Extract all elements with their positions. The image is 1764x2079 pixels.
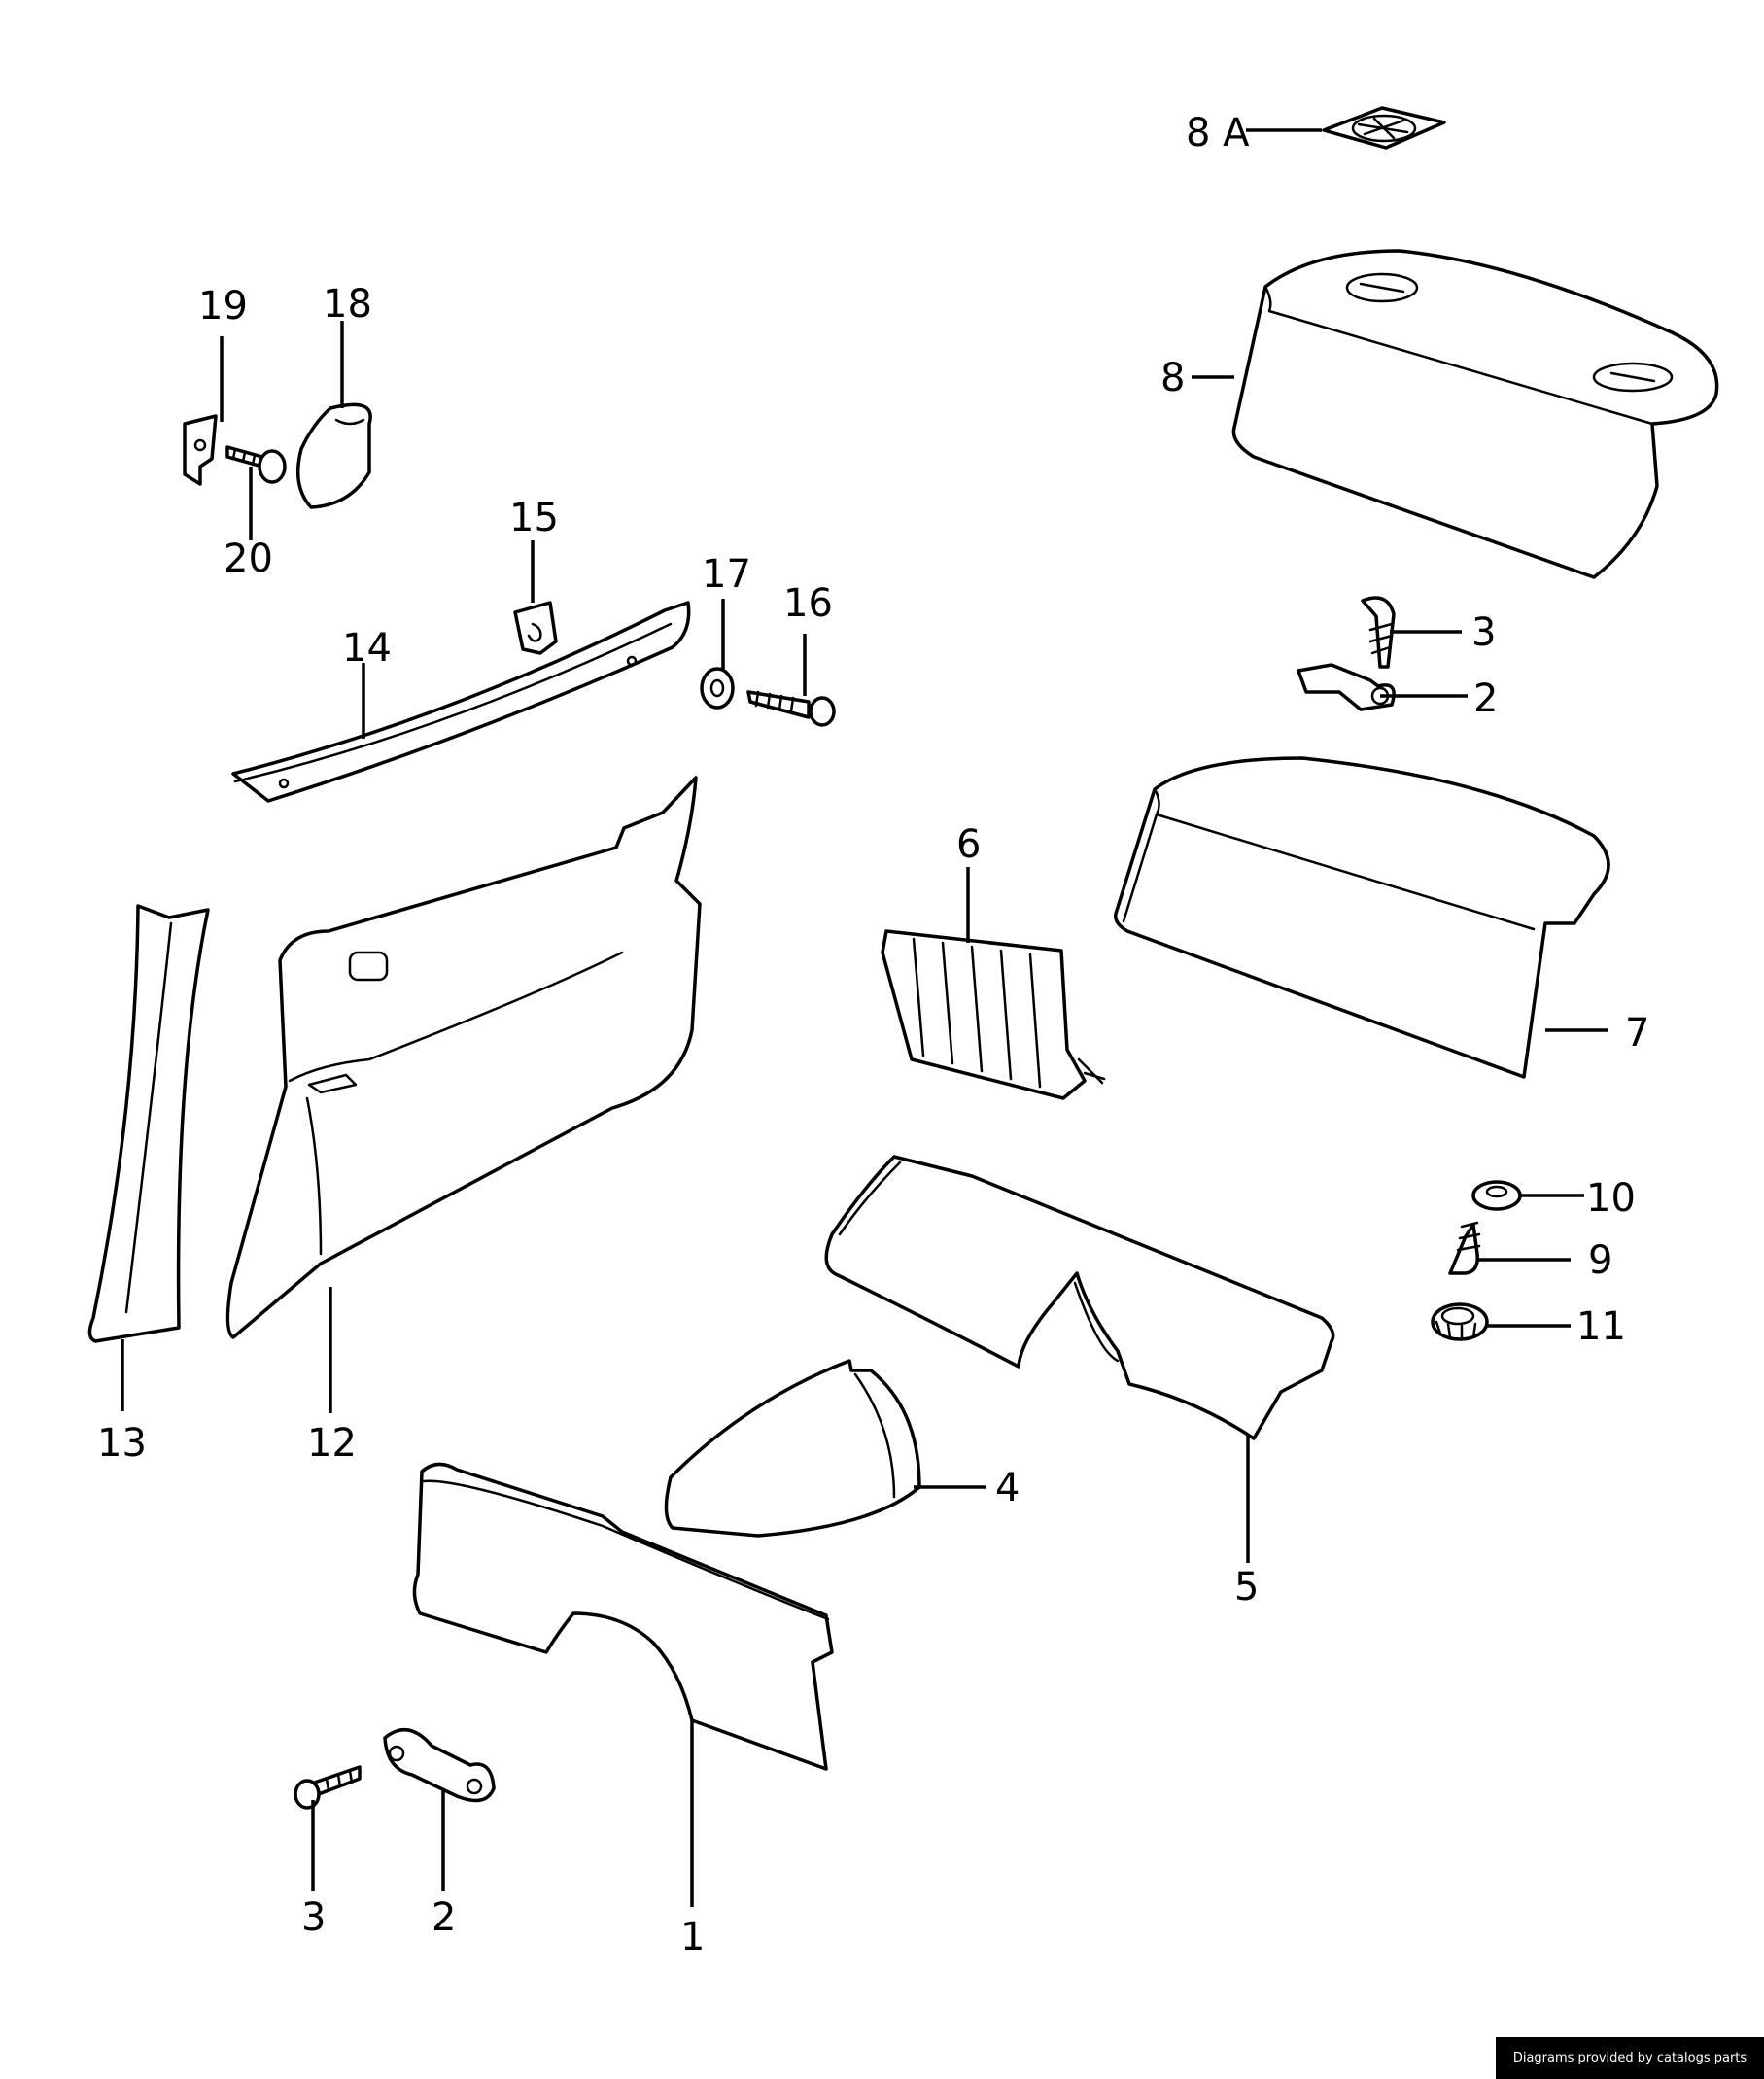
part-16-screw bbox=[746, 690, 836, 727]
callout-2-bottom: 2 bbox=[432, 1895, 456, 1940]
part-18-trim-cap bbox=[295, 402, 372, 509]
callout-17: 17 bbox=[702, 552, 751, 597]
callout-labels: 8 A 8 19 18 20 15 17 16 14 3 2 6 7 10 9 … bbox=[97, 111, 1649, 1959]
callout-14: 14 bbox=[342, 626, 392, 671]
callout-10: 10 bbox=[1586, 1176, 1636, 1221]
callout-19: 19 bbox=[198, 284, 248, 329]
part-2-bracket-top bbox=[1297, 663, 1396, 711]
callout-8a: 8 A bbox=[1186, 111, 1250, 156]
part-3-screw-top bbox=[1361, 596, 1396, 669]
callout-11: 11 bbox=[1576, 1304, 1626, 1349]
leader-lines bbox=[121, 128, 1608, 1907]
callout-3-top: 3 bbox=[1471, 610, 1496, 655]
callout-15: 15 bbox=[509, 496, 559, 540]
part-4-arch-trim bbox=[664, 1359, 921, 1538]
part-15-clip bbox=[513, 601, 558, 655]
part-19-bracket bbox=[183, 414, 218, 486]
part-2-handle-bottom bbox=[383, 1728, 496, 1803]
callout-12: 12 bbox=[307, 1421, 357, 1466]
callout-6: 6 bbox=[956, 822, 981, 867]
part-12-side-trim-panel bbox=[225, 776, 702, 1339]
part-8a-speaker-grille bbox=[1322, 106, 1446, 150]
callout-18: 18 bbox=[323, 282, 372, 327]
part-1-front-trim bbox=[412, 1462, 834, 1771]
part-11-knob bbox=[1431, 1302, 1489, 1341]
callout-20: 20 bbox=[224, 537, 273, 581]
callout-8: 8 bbox=[1160, 356, 1185, 400]
callout-3-bottom: 3 bbox=[301, 1895, 326, 1940]
credit-footer: Diagrams provided by catalogs parts bbox=[1496, 2037, 1764, 2079]
part-20-bolt bbox=[225, 445, 287, 484]
callout-7: 7 bbox=[1625, 1011, 1649, 1056]
part-6-vent-grille bbox=[881, 929, 1106, 1100]
part-7-parcel-shelf bbox=[1114, 756, 1610, 1079]
part-10-nut bbox=[1471, 1180, 1522, 1211]
part-9-screw bbox=[1448, 1221, 1481, 1275]
callout-9: 9 bbox=[1588, 1238, 1612, 1283]
part-5-rear-trim bbox=[824, 1155, 1335, 1440]
callout-16: 16 bbox=[783, 581, 833, 626]
callout-1: 1 bbox=[680, 1915, 705, 1959]
part-3-screw-bottom bbox=[294, 1765, 362, 1810]
callout-5: 5 bbox=[1234, 1565, 1259, 1610]
callout-13: 13 bbox=[97, 1421, 147, 1466]
part-14-trim-strip bbox=[231, 601, 691, 803]
part-13-pillar-trim bbox=[87, 904, 210, 1343]
part-8-rear-shelf bbox=[1231, 249, 1719, 579]
part-17-grommet bbox=[700, 667, 735, 710]
callout-2-top: 2 bbox=[1473, 676, 1498, 721]
callout-4: 4 bbox=[995, 1466, 1020, 1510]
